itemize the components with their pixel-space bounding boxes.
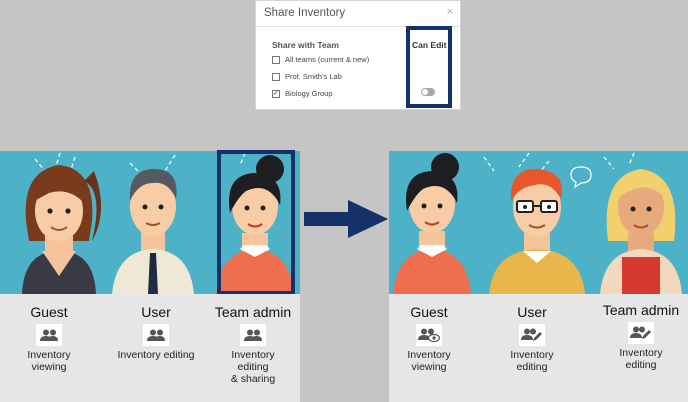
user-person-illustration (112, 169, 194, 294)
role-guest: Guest Inventory viewing (14, 304, 84, 373)
role-desc-line: Inventory (510, 349, 554, 361)
role-desc-line: Inventory (619, 347, 663, 359)
role-guest: Guest Inventory viewing (394, 304, 464, 373)
team-option-label: All teams (current & new) (285, 55, 370, 64)
transition-arrow-icon (304, 200, 388, 238)
role-desc-line: Inventory editing (117, 349, 195, 361)
role-desc-line: editing (625, 359, 657, 371)
role-desc-line: editing (516, 361, 548, 373)
role-team-admin: Team admin Inventory editing (594, 302, 688, 371)
users-edit-icon (628, 322, 654, 344)
role-name: Team admin (214, 304, 292, 320)
role-team-admin: Team admin Inventory editing & sharing (208, 304, 298, 385)
role-name: Team admin (602, 302, 680, 318)
roles-before-illustration (0, 151, 300, 294)
role-user: User Inventory editing (497, 304, 567, 373)
role-name: User (141, 304, 171, 320)
can-edit-highlight-box (406, 26, 452, 108)
share-with-team-heading: Share with Team (272, 40, 339, 50)
share-inventory-dialog: Share Inventory × Share with Team Can Ed… (255, 0, 461, 110)
roles-before-panel: Guest Inventory viewing User Inventory e… (0, 294, 300, 402)
users-icon (240, 324, 266, 346)
team-admin-highlight-box (217, 150, 295, 295)
role-name: Guest (30, 304, 68, 320)
team-option-all-teams[interactable]: All teams (current & new) (272, 55, 369, 64)
users-icon (36, 324, 62, 346)
guest-person-illustration (22, 165, 102, 294)
biology-group-can-edit-toggle[interactable] (421, 88, 435, 96)
role-desc-line: Inventory (231, 349, 275, 361)
can-edit-heading: Can Edit (412, 40, 447, 50)
smiths-lab-checkbox[interactable] (272, 72, 280, 81)
team-option-label: Biology Group (285, 89, 333, 98)
users-edit-icon (519, 324, 545, 346)
role-user: User Inventory editing (108, 304, 204, 361)
role-desc-line: viewing (411, 361, 447, 373)
role-name: User (517, 304, 547, 320)
dialog-title: Share Inventory (264, 7, 346, 19)
all-teams-checkbox[interactable] (272, 55, 280, 64)
role-desc-line: Inventory (407, 349, 451, 361)
roles-after-panel: Guest Inventory viewing User Inventory e… (389, 294, 688, 402)
team-admin-person-illustration (216, 155, 294, 294)
users-icon (143, 324, 169, 346)
role-desc-line: Inventory (27, 349, 71, 361)
role-desc-line: viewing (31, 361, 67, 373)
team-option-label: Prof. Smith's Lab (285, 72, 342, 81)
role-name: Guest (410, 304, 448, 320)
team-option-smiths-lab[interactable]: Prof. Smith's Lab (272, 72, 342, 81)
decorative-dashes (483, 152, 635, 189)
biology-group-checkbox[interactable]: ✓ (272, 89, 280, 98)
close-icon[interactable]: × (446, 6, 453, 18)
team-option-biology-group[interactable]: ✓ Biology Group (272, 89, 333, 98)
dialog-divider (256, 26, 460, 27)
user-person-illustration (489, 168, 585, 294)
roles-after-illustration (389, 151, 688, 294)
role-desc-line: & sharing (230, 373, 276, 385)
role-desc-line: editing (237, 361, 269, 373)
guest-person-illustration (393, 153, 471, 294)
team-admin-person-illustration (600, 169, 682, 294)
users-view-icon (416, 324, 442, 346)
